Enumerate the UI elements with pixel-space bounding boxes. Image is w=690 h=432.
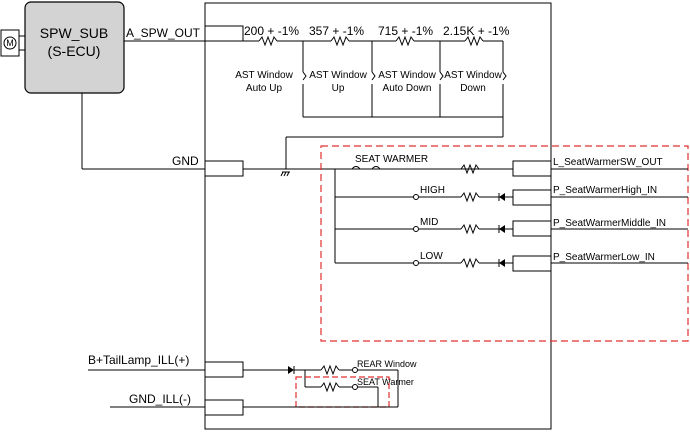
rear-window-label: REAR Window: [357, 359, 417, 369]
switch-3-line2: Auto Down: [383, 83, 432, 94]
output-p-high: P_SeatWarmerHigh_IN: [553, 185, 657, 196]
seat-warmer-ill-region: [295, 376, 390, 408]
diode-low-icon: [499, 259, 505, 267]
connector-a-spw-out: [204, 25, 244, 42]
seat-warmer-ill-label: SEAT Warmer: [357, 377, 414, 387]
connector-gnd-ill: [204, 399, 244, 416]
spw-sub-ecu: SPW_SUB (S-ECU) M: [0, 1, 125, 94]
ecu-subtitle: (S-ECU): [48, 43, 101, 59]
diode-mid-icon: [499, 225, 505, 233]
resistor-label-1: 200 + -1%: [244, 24, 299, 38]
resistor-label-3: 715 + -1%: [378, 24, 433, 38]
connector-l-seatwarmer-out: [512, 160, 552, 177]
pin-gnd: GND: [172, 154, 199, 168]
level-mid: MID: [420, 217, 438, 228]
ecu-name: SPW_SUB: [40, 25, 108, 41]
diode-high-icon: [499, 193, 505, 201]
ground-icon: [280, 171, 290, 177]
level-low: LOW: [420, 251, 443, 262]
switch-4-line2: Down: [460, 83, 486, 94]
connector-p-mid-in: [512, 220, 552, 237]
switch-2-line2: Up: [332, 83, 345, 94]
svg-text:M: M: [6, 38, 14, 48]
resistor-label-2: 357 + -1%: [309, 24, 364, 38]
output-p-mid: P_SeatWarmerMiddle_IN: [553, 218, 666, 229]
seat-warmer-region: [320, 145, 689, 342]
connector-p-low-in: [512, 255, 552, 272]
rear-window-lamp-icon: [352, 367, 358, 373]
seat-warmer-switch-icon: [351, 166, 381, 170]
connector-p-high-in: [512, 189, 552, 206]
switch-1-line2: Auto Up: [246, 83, 283, 94]
pin-a-spw-out: A_SPW_OUT: [126, 26, 201, 40]
control-unit-frame: [204, 2, 552, 430]
switch-1-line1: AST Window: [235, 70, 293, 81]
resistor-label-4: 2.15K + -1%: [443, 24, 510, 38]
connector-gnd: [204, 160, 244, 177]
pin-b-taillamp: B+TailLamp_ILL(+): [88, 353, 189, 367]
switch-4-line1: AST Window: [444, 70, 502, 81]
seat-warmer-title: SEAT WARMER: [355, 154, 428, 165]
switch-3-line1: AST Window: [378, 70, 436, 81]
level-high: HIGH: [420, 185, 445, 196]
illumination-diode-icon: [288, 366, 294, 374]
motor-icon: [3, 36, 17, 50]
pin-gnd-ill: GND_ILL(-): [129, 392, 191, 406]
output-l-seatwarmer: L_SeatWarmerSW_OUT: [553, 157, 663, 168]
switch-2-line1: AST Window: [309, 70, 367, 81]
seat-warmer-lamp-icon: [352, 384, 358, 390]
connector-b-taillamp: [204, 361, 244, 378]
output-p-low: P_SeatWarmerLow_IN: [553, 252, 655, 263]
